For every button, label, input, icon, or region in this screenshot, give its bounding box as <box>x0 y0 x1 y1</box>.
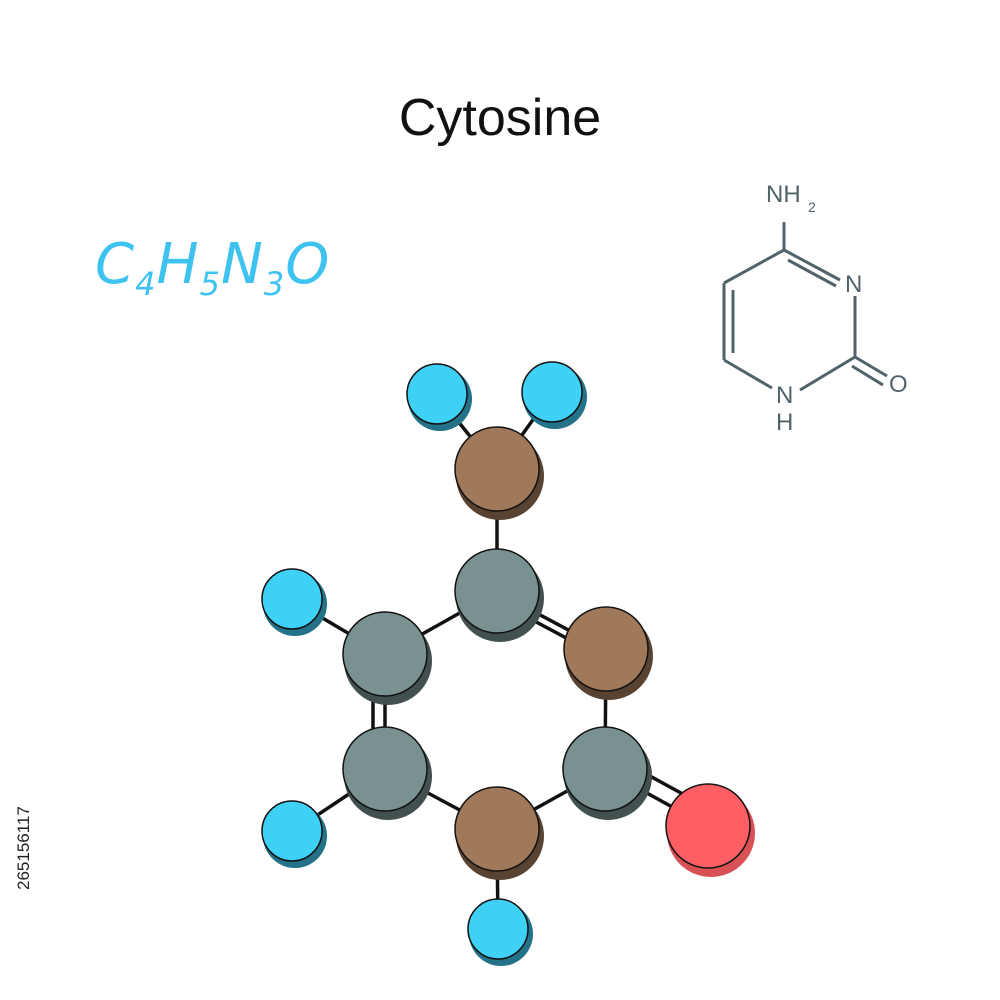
nitrogen-atom <box>454 786 544 880</box>
skeletal-nh2-label: NH <box>766 181 801 208</box>
skeletal-nh-h-label: H <box>776 409 793 436</box>
carbon-atom <box>562 726 652 820</box>
hydrogen-atom <box>261 568 327 636</box>
skeletal-labels: NH 2 N O N H <box>766 181 908 436</box>
skeletal-bond <box>723 358 773 390</box>
skeletal-nh2-subscript: 2 <box>808 199 816 215</box>
skeletal-bond <box>723 248 785 285</box>
hydrogen-atom <box>521 361 587 429</box>
nitrogen-atom <box>563 606 653 700</box>
skeletal-nh-n-label: N <box>776 382 793 409</box>
formula-symbol: H <box>156 232 200 297</box>
formula-count: 3 <box>263 265 286 303</box>
skeletal-oxygen-label: O <box>889 371 908 398</box>
hydrogen-atom <box>467 898 533 966</box>
skeletal-ring-n-label: N <box>845 271 862 298</box>
skeletal-bond <box>851 364 884 387</box>
chemical-formula: C4H5N3O <box>95 232 330 303</box>
formula-count: 4 <box>135 265 157 303</box>
formula-symbol: N <box>220 232 264 297</box>
diagram-title: Cytosine <box>398 89 602 147</box>
skeletal-bond <box>783 248 841 282</box>
skeletal-formula <box>722 222 888 392</box>
skeletal-bond <box>787 258 837 288</box>
skeletal-bond <box>799 355 856 392</box>
carbon-atom <box>342 726 432 820</box>
formula-symbol: O <box>285 232 331 297</box>
carbon-atom <box>342 611 432 705</box>
hydrogen-atom <box>261 800 327 868</box>
formula-count: 5 <box>199 265 221 303</box>
skeletal-bond <box>854 355 888 378</box>
hydrogen-atom <box>406 363 472 431</box>
nitrogen-atom <box>454 426 544 520</box>
carbon-atom <box>454 548 544 642</box>
atoms <box>261 361 755 966</box>
formula-symbol: C <box>95 232 136 297</box>
oxygen-atom <box>665 783 755 877</box>
